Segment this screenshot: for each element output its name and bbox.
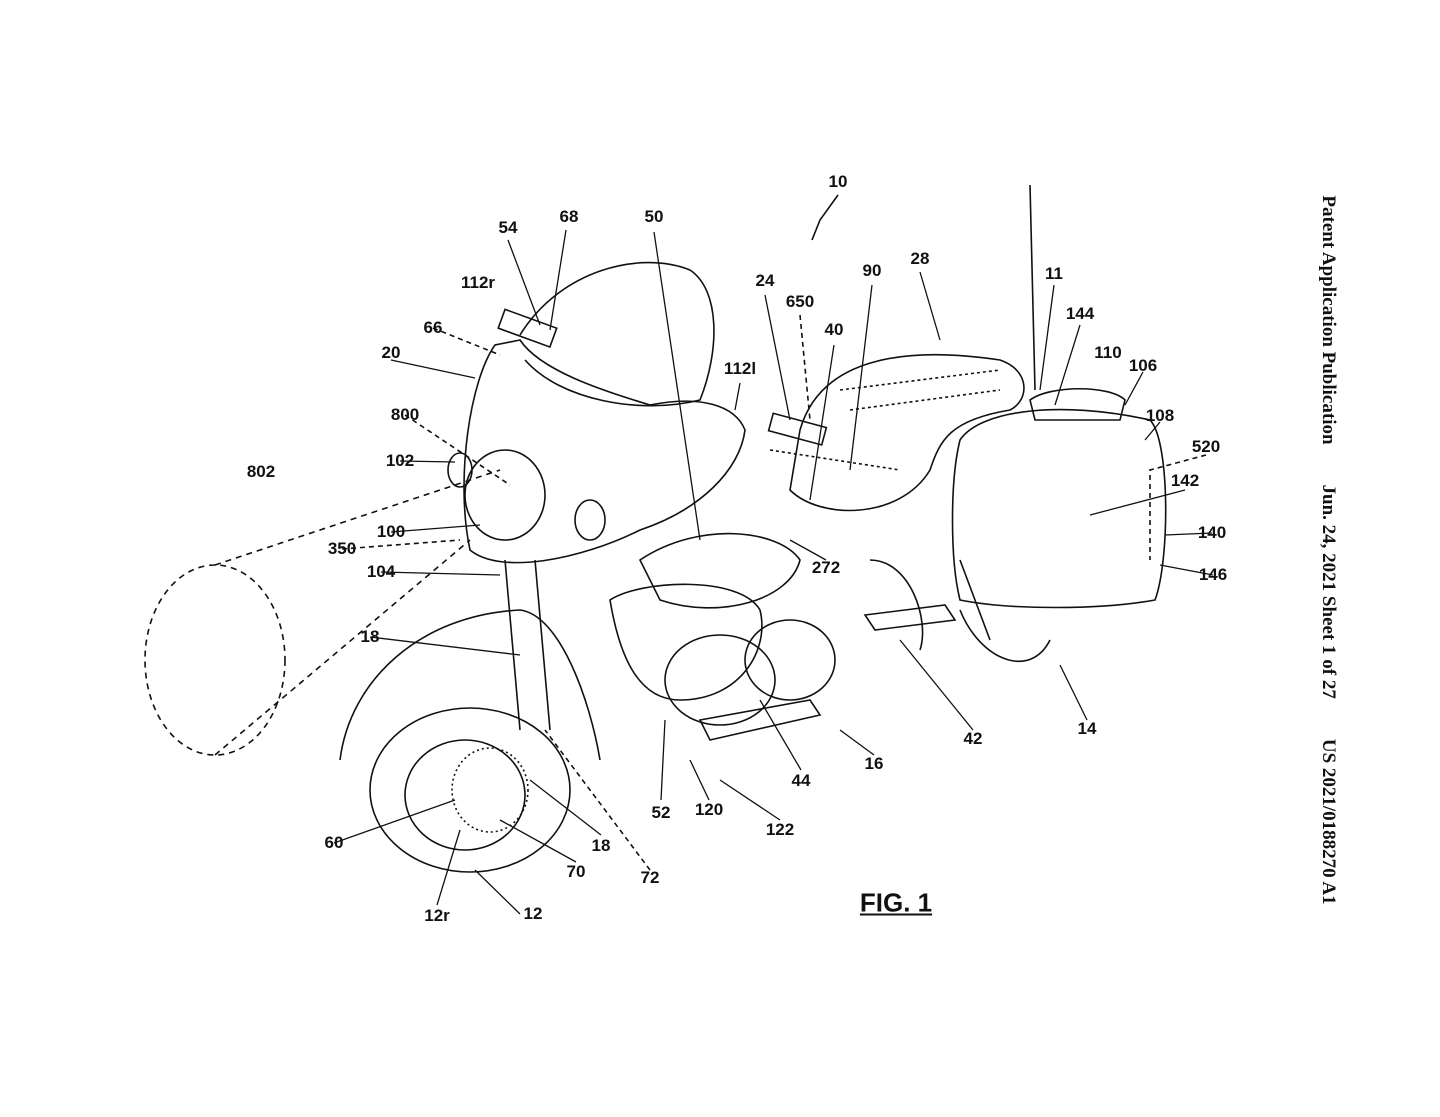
ref-label: 146 [1198, 565, 1228, 584]
figure-caption: FIG. 1 [859, 887, 933, 918]
ref-label: 16 [864, 754, 884, 773]
fairing-vent [574, 499, 606, 541]
ref-label: 122 [765, 820, 795, 839]
front-tire [369, 707, 571, 873]
ref-label: 24 [755, 271, 775, 290]
ref-label: 350 [327, 539, 357, 558]
ref-label: 112r [460, 273, 496, 292]
ref-label: 120 [694, 800, 724, 819]
ref-label: 272 [811, 558, 841, 577]
dashed-leaders [341, 314, 1207, 871]
ref-label: 11 [1045, 264, 1063, 283]
front-fender [339, 609, 601, 761]
rear-wheel [959, 609, 1051, 663]
ref-label: 68 [559, 207, 579, 226]
driving-light [447, 452, 473, 488]
antenna [1029, 184, 1036, 391]
front-rim [404, 739, 526, 851]
ref-label: 520 [1191, 437, 1221, 456]
ref-label: 40 [824, 320, 844, 339]
assembly-arrow [811, 194, 839, 241]
rear-floorboard [863, 604, 957, 631]
trunk [1029, 388, 1126, 421]
headlight [464, 449, 546, 541]
primary-cover [664, 634, 776, 726]
ref-label: 142 [1170, 471, 1200, 490]
ref-label: 14 [1077, 719, 1097, 738]
floorboard [698, 699, 822, 741]
ref-label: 18 [360, 627, 380, 646]
ref-label: 802 [246, 462, 276, 481]
ref-label: 12 [523, 904, 543, 923]
ref-label: 100 [376, 522, 406, 541]
leader-lines [333, 229, 1214, 915]
ref-label: 800 [390, 405, 420, 424]
ref-label: 106 [1128, 356, 1158, 375]
lower-fairing [609, 583, 763, 701]
ref-label: 108 [1145, 406, 1175, 425]
ref-label: 140 [1197, 523, 1227, 542]
ref-label: 54 [498, 218, 518, 237]
ref-label: 44 [791, 771, 811, 790]
crash-bar [869, 559, 991, 651]
left-hand-control [767, 412, 828, 446]
ref-label: 60 [324, 833, 344, 852]
ref-label: 42 [963, 729, 983, 748]
saddlebag [951, 408, 1167, 609]
seat-pattern [769, 369, 1001, 471]
ref-label: 52 [651, 803, 671, 822]
ref-label: 50 [644, 207, 664, 226]
ref-label: 20 [381, 343, 401, 362]
projection-lines [214, 469, 501, 756]
windshield [519, 261, 715, 407]
ref-label: 110 [1094, 343, 1122, 362]
ref-label: 12r [424, 906, 450, 925]
engine-cover [744, 619, 836, 701]
front-fork [504, 559, 551, 731]
ref-label: 28 [910, 249, 930, 268]
fuel-tank [638, 532, 801, 609]
ref-label: 10 [828, 172, 848, 191]
ref-label: 18 [591, 836, 611, 855]
ref-label: 90 [862, 261, 882, 280]
ref-label: 70 [566, 862, 586, 881]
fairing [463, 339, 746, 564]
ref-label: 102 [385, 451, 415, 470]
brake-disc [451, 747, 529, 833]
right-hand-control [497, 308, 558, 348]
ref-label: 66 [423, 318, 443, 337]
ref-label: 104 [366, 562, 396, 581]
ref-label: 112l [723, 359, 757, 378]
ref-label: 144 [1065, 304, 1095, 323]
seat [789, 353, 1025, 512]
ref-label: 72 [640, 868, 660, 887]
projection-area [144, 564, 286, 756]
ref-label: 650 [785, 292, 815, 311]
